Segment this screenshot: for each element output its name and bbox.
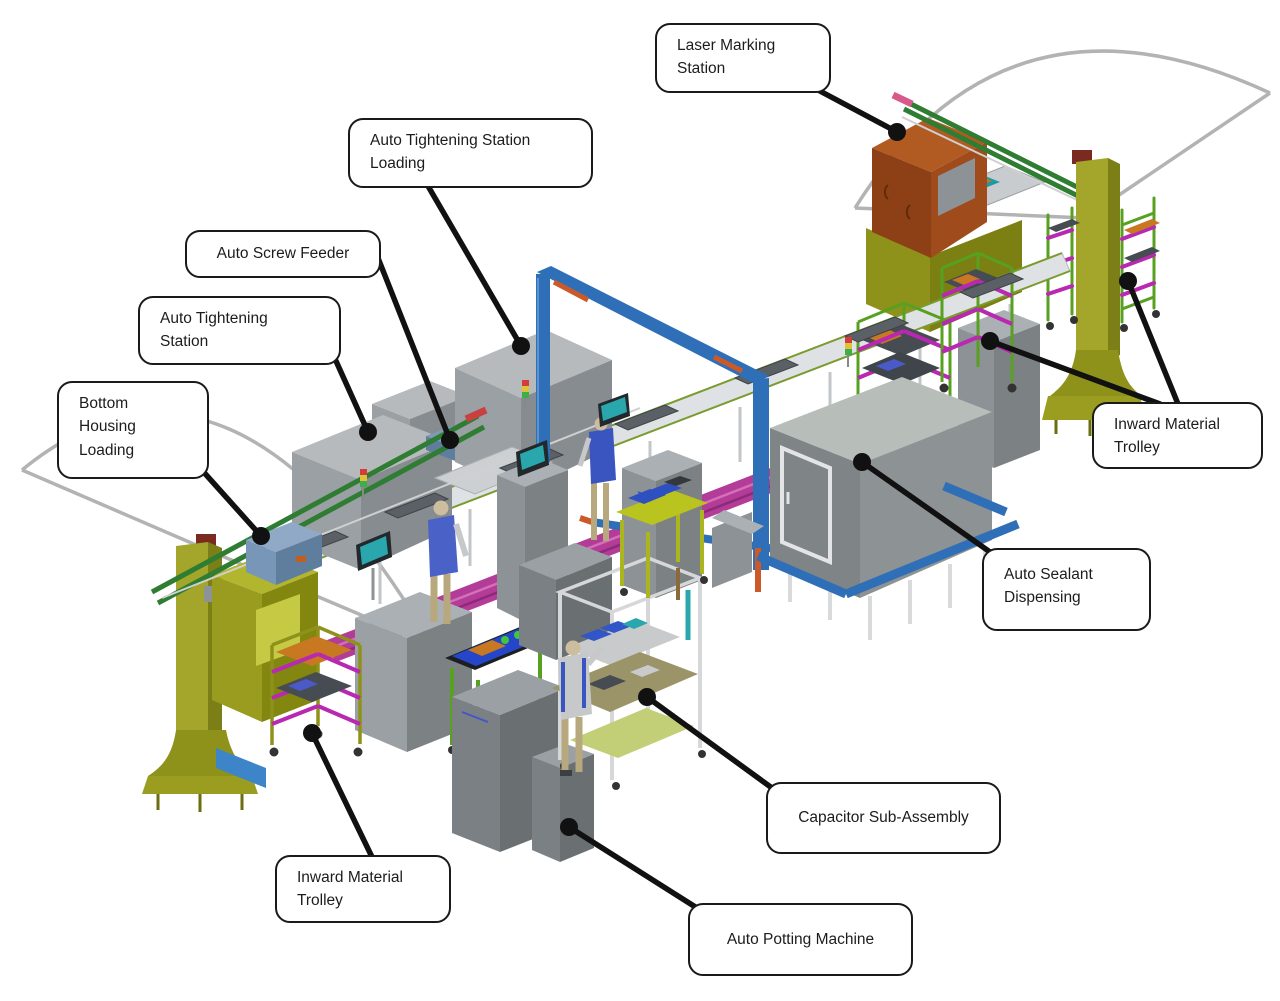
conveyor-pallets (283, 272, 1025, 557)
left-olive-cabinet (212, 553, 318, 788)
kitting-cart (616, 476, 708, 598)
hmi-monitors (356, 393, 630, 600)
auto-tightening-station-loading-machine (433, 330, 612, 495)
blue-fixture-on-line (246, 522, 322, 585)
right-jib-conveyor (891, 91, 1112, 215)
leader-dots (252, 123, 1137, 836)
operator-2 (577, 417, 616, 541)
bottom-housing-loading-pillar (142, 534, 258, 812)
operator-3 (558, 640, 605, 776)
leader-lines (197, 87, 1181, 911)
left-jib-conveyor (150, 406, 641, 606)
inward-material-trolley-rack-left (269, 625, 363, 757)
label-auto-screw-feeder: Auto Screw Feeder (185, 230, 381, 278)
label-auto-tightening-station: Auto Tightening Station (138, 296, 341, 365)
label-auto-potting-machine: Auto Potting Machine (688, 903, 913, 976)
label-laser-marking-station: Laser Marking Station (655, 23, 831, 93)
operator-1 (428, 500, 469, 624)
label-capacitor-sub-assembly: Capacitor Sub-Assembly (766, 782, 1001, 854)
label-inward-material-trolley-left: Inward Material Trolley (275, 855, 451, 923)
label-auto-sealant-dispensing: Auto Sealant Dispensing (982, 548, 1151, 631)
stack-lights (360, 337, 852, 499)
label-inward-material-trolley-right: Inward Material Trolley (1092, 402, 1263, 469)
inward-material-trolley-rack-far-right (1046, 196, 1160, 332)
rear-cabinet-left (355, 592, 472, 752)
label-bottom-housing-loading: Bottom Housing Loading (57, 381, 209, 479)
label-auto-tightening-station-loading: Auto Tightening Station Loading (348, 118, 593, 188)
auto-sealant-dispensing-machine (756, 377, 1020, 640)
